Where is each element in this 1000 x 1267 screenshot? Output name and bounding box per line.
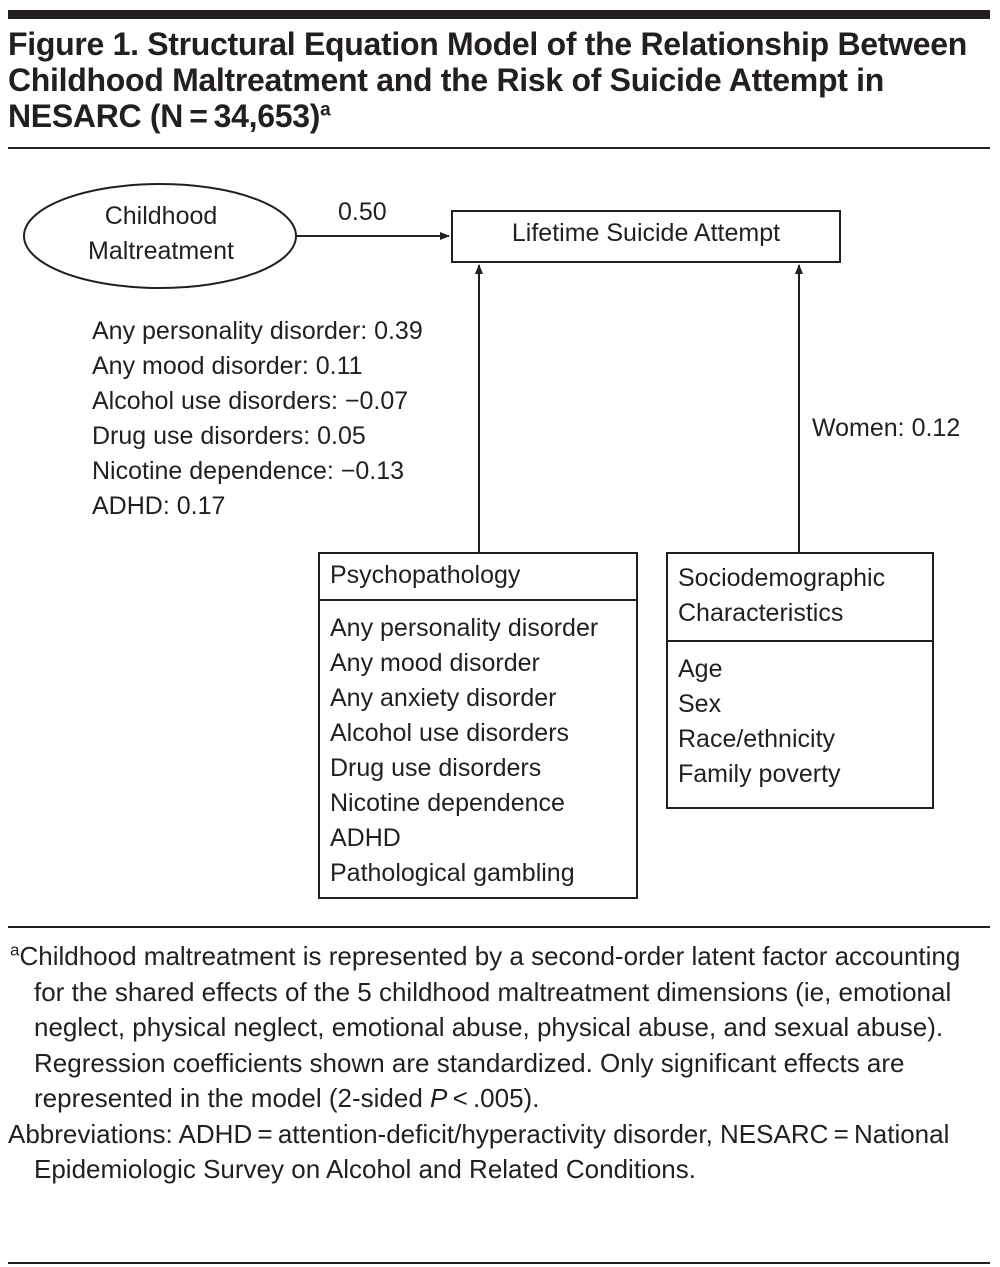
figure-title: Figure 1. Structural Equation Model of t…: [8, 26, 988, 134]
psychopathology-header: Psychopathology: [330, 561, 521, 589]
outcome-label: Lifetime Suicide Attempt: [511, 219, 781, 247]
coefficient-item: Drug use disorders: 0.05: [92, 422, 366, 450]
psychopathology-item: Any mood disorder: [330, 649, 540, 677]
outcome-box: [451, 210, 841, 263]
latent-factor-label: Childhood Maltreatment: [26, 199, 296, 269]
sociodemographic-coefficient: Women: 0.12: [812, 414, 961, 442]
coefficient-item: Any personality disorder: 0.39: [92, 317, 423, 345]
footnote-top-rule: [8, 926, 990, 928]
main-path-coefficient: 0.50: [338, 198, 387, 226]
psychopathology-item: Any personality disorder: [330, 614, 599, 642]
sociodemographic-header-line2: Characteristics: [678, 599, 844, 627]
psychopathology-item: Pathological gambling: [330, 859, 575, 887]
psychopathology-item-list: Any personality disorder Any mood disord…: [330, 611, 598, 891]
psychopathology-item: Nicotine dependence: [330, 789, 565, 817]
psychopathology-item: ADHD: [330, 824, 401, 852]
figure-title-text: Figure 1. Structural Equation Model of t…: [8, 26, 967, 134]
coefficient-item: ADHD: 0.17: [92, 492, 226, 520]
figure-title-superscript: a: [320, 99, 331, 121]
bottom-rule: [8, 1262, 990, 1264]
coefficient-item: Any mood disorder: 0.11: [92, 352, 363, 380]
sociodemographic-item: Family poverty: [678, 760, 841, 788]
sociodemographic-item-list: Age Sex Race/ethnicity Family poverty: [678, 652, 841, 792]
psychopathology-item: Any anxiety disorder: [330, 684, 557, 712]
sociodemographic-box: [666, 552, 934, 809]
coefficient-item: Nicotine dependence: −0.13: [92, 457, 405, 485]
title-bottom-rule: [8, 147, 990, 149]
coefficient-item: Alcohol use disorders: −0.07: [92, 387, 409, 415]
footnote-a: aChildhood maltreatment is represented b…: [8, 939, 988, 1117]
psychopathology-item: Alcohol use disorders: [330, 719, 570, 747]
sociodemographic-header: Sociodemographic Characteristics: [678, 561, 885, 631]
footnote-a-text: Childhood maltreatment is represented by…: [19, 941, 961, 1113]
latent-factor-line2: Maltreatment: [88, 237, 234, 265]
psychopathology-item: Drug use disorders: [330, 754, 542, 782]
psychopathology-box: [318, 552, 638, 899]
footnotes: aChildhood maltreatment is represented b…: [8, 939, 988, 1188]
sociodemographic-item: Age: [678, 655, 723, 683]
sociodemographic-item: Sex: [678, 690, 722, 718]
sociodemographic-item: Race/ethnicity: [678, 725, 836, 753]
footnote-p-value: < .005).: [447, 1083, 540, 1113]
latent-factor-line1: Childhood: [104, 202, 218, 230]
footnote-p-symbol: P: [430, 1083, 448, 1113]
top-rule: [8, 10, 990, 19]
psychopathology-coefficient-list: Any personality disorder: 0.39 Any mood …: [92, 314, 423, 524]
footnote-a-marker: a: [10, 940, 20, 960]
footnote-abbreviations: Abbreviations: ADHD = attention-deficit/…: [8, 1118, 950, 1185]
sociodemographic-header-line1: Sociodemographic: [678, 564, 886, 592]
